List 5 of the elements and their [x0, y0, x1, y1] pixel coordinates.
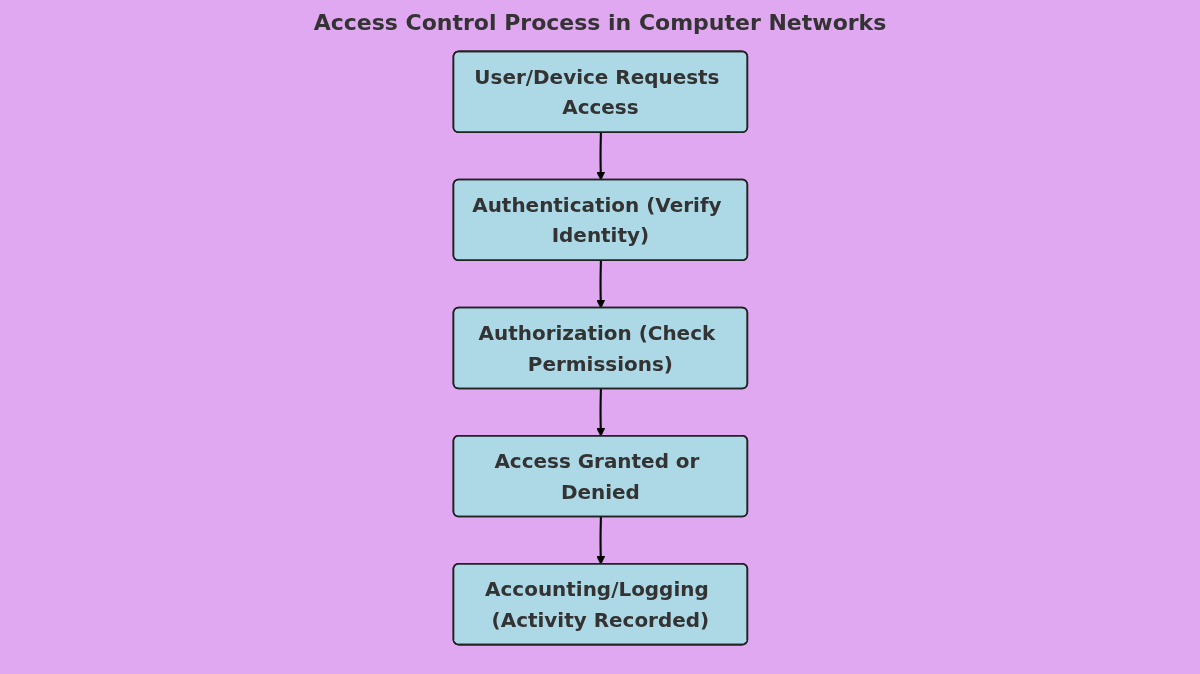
diagram-title: Access Control Process in Computer Networks: [312, 9, 888, 35]
arrow: [595, 260, 605, 309]
arrow: [595, 517, 605, 565]
arrow: [595, 388, 605, 437]
arrow: [595, 132, 605, 181]
